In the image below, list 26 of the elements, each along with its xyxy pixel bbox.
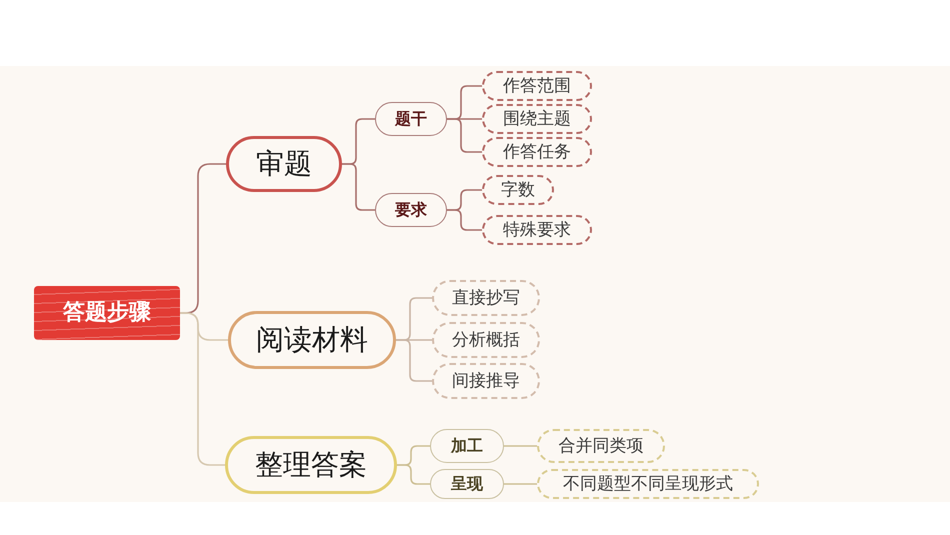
- leaf-pill: 作答范围: [482, 71, 592, 101]
- brace-connector: [341, 163, 376, 211]
- leaf-pill: 作答任务: [482, 137, 592, 167]
- branch-pill: 审题: [226, 136, 342, 192]
- leaf-pill: 间接推导: [432, 363, 540, 399]
- brace-connector: [179, 312, 226, 466]
- leaf-pill: 围绕主题: [482, 104, 592, 134]
- topic-box: 答题步骤: [34, 286, 180, 340]
- brace-connector: [446, 209, 483, 231]
- leaf-pill: 特殊要求: [482, 215, 592, 245]
- branch-pill: 阅读材料: [228, 311, 396, 369]
- brace-connector: [396, 464, 431, 485]
- subtopic-pill: 加工: [430, 429, 504, 463]
- leaf-pill: 合并同类项: [537, 429, 665, 463]
- subtopic-pill: 题干: [375, 102, 447, 136]
- leaf-pill: 直接抄写: [432, 280, 540, 316]
- brace-connector: [395, 339, 433, 382]
- brace-connector: [503, 445, 538, 447]
- brace-connector: [503, 483, 538, 485]
- leaf-pill: 不同题型不同呈现形式: [537, 469, 759, 499]
- subtopic-pill: 呈现: [430, 469, 504, 499]
- leaf-pill: 字数: [482, 175, 554, 205]
- leaf-pill: 分析概括: [432, 322, 540, 358]
- subtopic-pill: 要求: [375, 193, 447, 227]
- branch-pill: 整理答案: [225, 436, 397, 494]
- brace-connector: [446, 118, 483, 153]
